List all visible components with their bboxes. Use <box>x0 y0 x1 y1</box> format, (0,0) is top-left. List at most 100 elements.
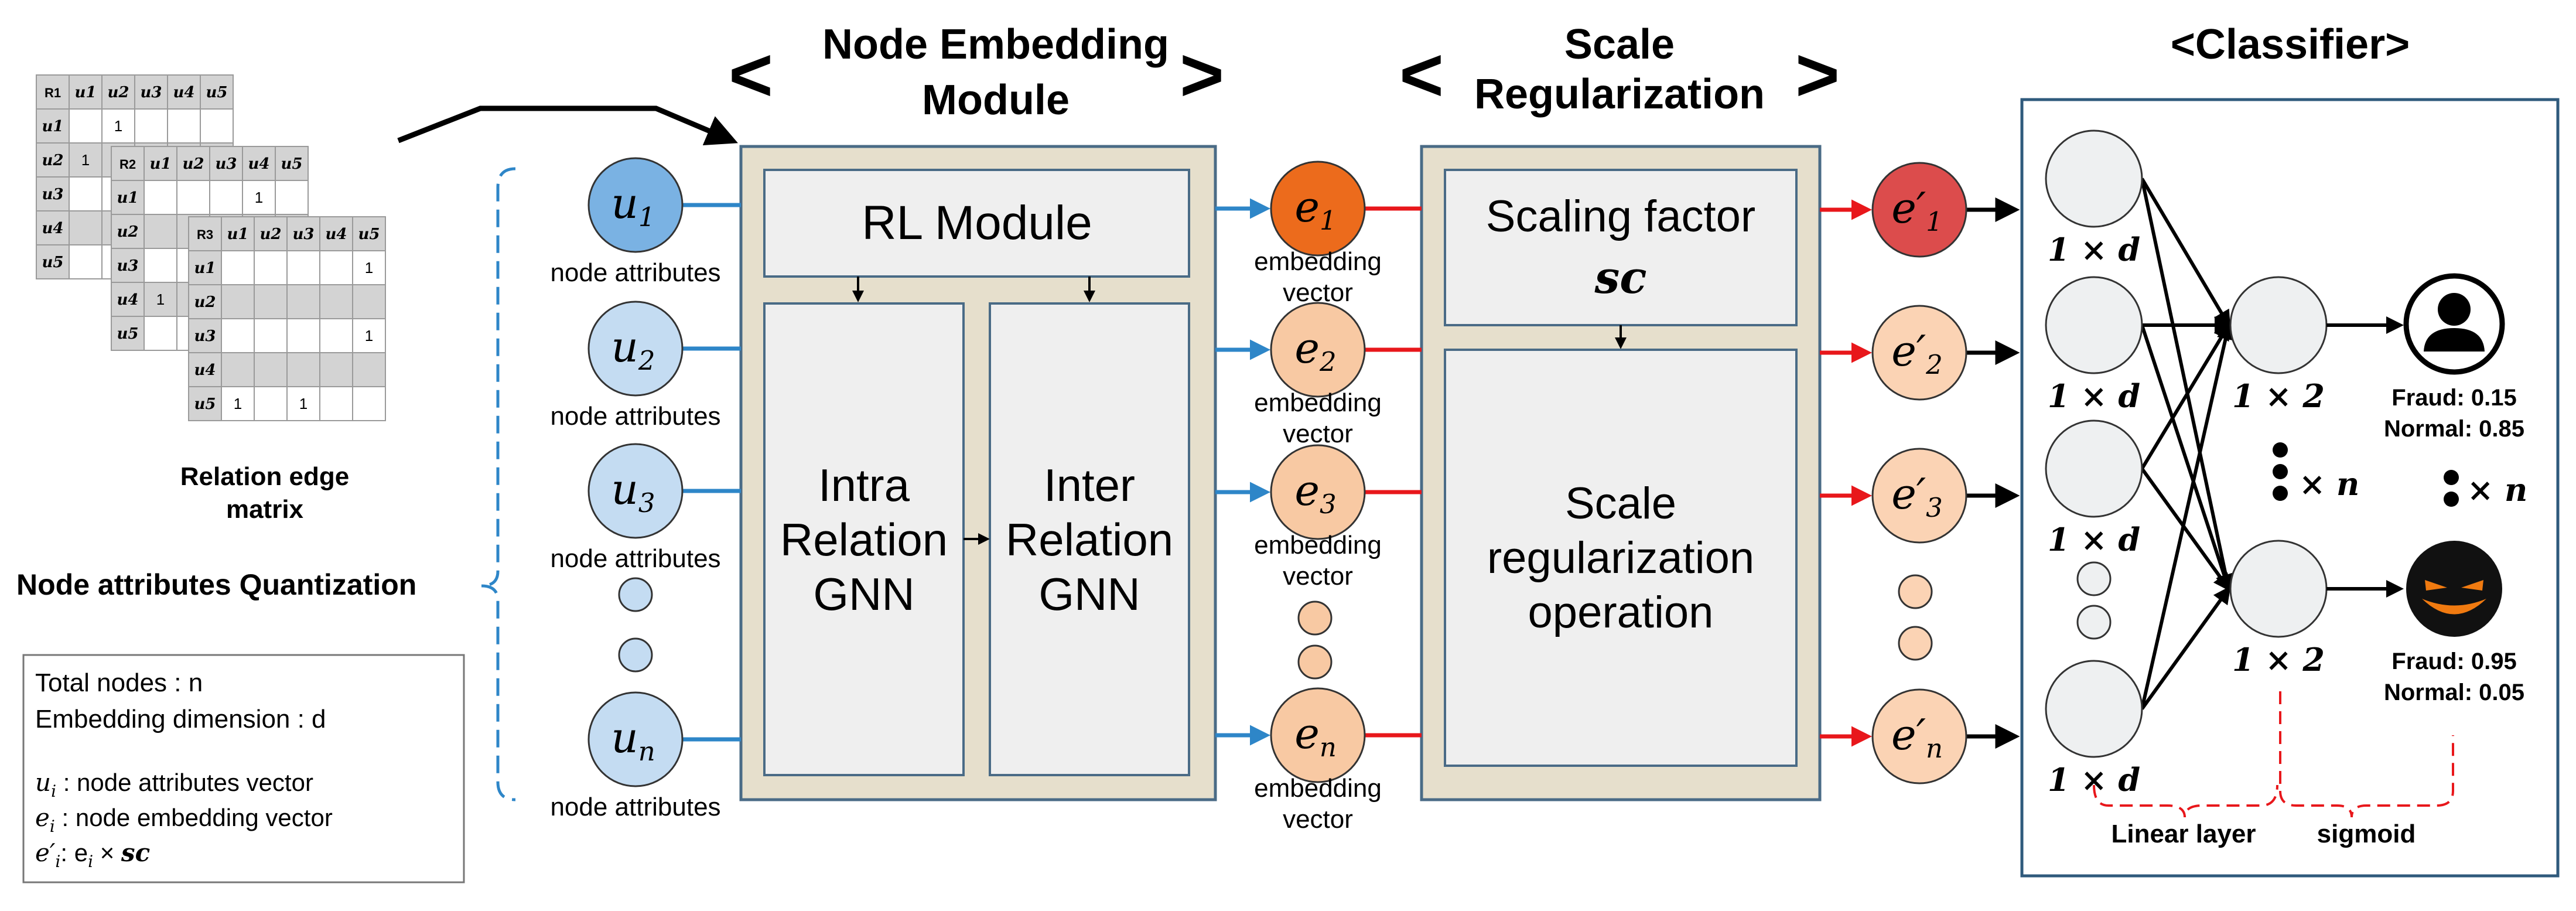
linear-connection <box>2140 178 2235 592</box>
header-scale-line2: Regularization <box>1474 71 1765 118</box>
matrix-cell <box>286 284 320 319</box>
matrix-cell <box>286 250 320 285</box>
matrix-caption-line2: matrix <box>226 495 304 524</box>
matrix-cell <box>134 108 168 144</box>
input-node-label: node attributes <box>550 544 720 573</box>
matrix-cell-text: u1 <box>75 84 97 101</box>
scaled-node-e-prime1 <box>1871 162 1967 258</box>
matrix-cell-text: u2 <box>194 294 216 311</box>
node-symbol: en <box>1294 709 1337 763</box>
matrix-cell-text: u1 <box>117 189 139 207</box>
intra-line3: GNN <box>813 568 914 620</box>
matrix-cell <box>176 146 210 181</box>
matrix-cell-text: u3 <box>42 186 64 203</box>
input-dim-label: 1 × d <box>2048 521 2140 558</box>
matrix-cell <box>69 176 103 211</box>
matrix-cell-text: u5 <box>42 254 64 271</box>
matrix-cell-text: u5 <box>358 226 380 243</box>
matrix-cell <box>286 352 320 387</box>
input-node-u2 <box>587 301 684 397</box>
matrix-cell-text: u4 <box>248 155 270 173</box>
input-node-label: node attributes <box>550 258 720 287</box>
matrix-cell <box>319 216 353 251</box>
matrix-cell-text: 1 <box>156 291 165 308</box>
matrix-cell <box>144 180 177 215</box>
fraud-user-fraud-score: Fraud: 0.95 <box>2391 649 2516 674</box>
matrix-cell-text: u2 <box>260 226 282 243</box>
embedding-label-line1: embedding <box>1254 531 1382 559</box>
times-n-label: × n <box>2467 471 2527 509</box>
dot <box>2273 464 2288 479</box>
header-classifier: <Classifier> <box>2171 21 2410 68</box>
matrix-cell-text: u2 <box>117 223 139 241</box>
matrix-cell <box>144 214 177 249</box>
header-node-embedding-line2: Module <box>922 77 1070 124</box>
linear-connection <box>2140 586 2231 710</box>
matrix-cell <box>254 284 288 319</box>
input-dim-label: 1 × d <box>2048 377 2140 415</box>
matrix-cell <box>221 352 255 387</box>
matrix-cell <box>69 210 103 245</box>
header-lt-2: < <box>1399 32 1444 117</box>
normal-user-fraud-score: Fraud: 0.15 <box>2391 385 2516 411</box>
scale-op-line2: regularization <box>1487 533 1754 583</box>
matrix-cell <box>144 316 177 351</box>
linear-connection <box>2140 322 2231 470</box>
matrix-cell <box>69 142 103 178</box>
dot <box>2273 486 2288 501</box>
node-symbol: e′2 <box>1891 326 1943 380</box>
matrix-cell <box>111 316 145 351</box>
input-node-u3 <box>587 443 684 539</box>
sigmoid-bracket <box>2279 691 2454 818</box>
matrix-cell <box>319 352 353 387</box>
matrix-cell <box>36 74 70 110</box>
embedding-label-line2: vector <box>1283 562 1353 591</box>
legend-item-1: ui : node attributes vector <box>35 768 313 801</box>
matrix-cell <box>221 386 255 421</box>
matrix-cell-text: u1 <box>227 226 249 243</box>
header-gt-1: > <box>1180 32 1224 117</box>
matrix-cell-text: R3 <box>197 227 213 242</box>
matrix-cell-text: R1 <box>45 86 61 100</box>
matrix-cell <box>36 142 70 178</box>
embedding-node-e2 <box>1270 302 1366 398</box>
scaled-node-column: e′1e′2e′3e′n <box>1820 162 2020 784</box>
legend-box <box>22 654 465 883</box>
input-node-label: node attributes <box>550 402 720 431</box>
matrix-cell <box>111 282 145 317</box>
linear-connection <box>2140 468 2231 592</box>
input-node-u1 <box>587 157 684 253</box>
matrix-cell <box>254 250 288 285</box>
matrix-cell <box>352 284 386 319</box>
intra-relation-gnn-box <box>763 302 965 776</box>
matrix-cell <box>69 74 103 110</box>
matrix-cell-text: 1 <box>255 189 263 206</box>
matrix-cell-text: 1 <box>365 259 373 277</box>
ellipsis-node <box>618 577 653 612</box>
scaling-factor-box <box>1444 169 1798 326</box>
node-symbol: e′3 <box>1891 469 1943 523</box>
matrix-cell-text: u4 <box>194 361 216 379</box>
matrix-cell <box>188 386 222 421</box>
linear-layer-bracket <box>2093 784 2278 818</box>
matrix-cell <box>221 250 255 285</box>
embedding-label-line2: vector <box>1283 805 1353 834</box>
matrix-cell <box>188 216 222 251</box>
matrix-cell-text: 1 <box>234 395 242 412</box>
ellipsis-node <box>2076 561 2112 596</box>
scaling-factor-symbol: sc <box>1594 251 1646 303</box>
ellipsis-node <box>1297 644 1333 680</box>
matrix-cell-text: u4 <box>326 226 347 243</box>
matrix-cell <box>167 108 201 144</box>
scaled-node-e-prime2 <box>1871 305 1967 401</box>
matrix-cell-text: u3 <box>141 84 162 101</box>
classifier-input-node <box>2045 419 2143 518</box>
legend-item-2: ei : node embedding vector <box>35 803 333 836</box>
matrix-cell <box>176 180 210 215</box>
matrix-cell <box>352 386 386 421</box>
matrix-cell <box>319 284 353 319</box>
matrix-cell <box>69 244 103 279</box>
